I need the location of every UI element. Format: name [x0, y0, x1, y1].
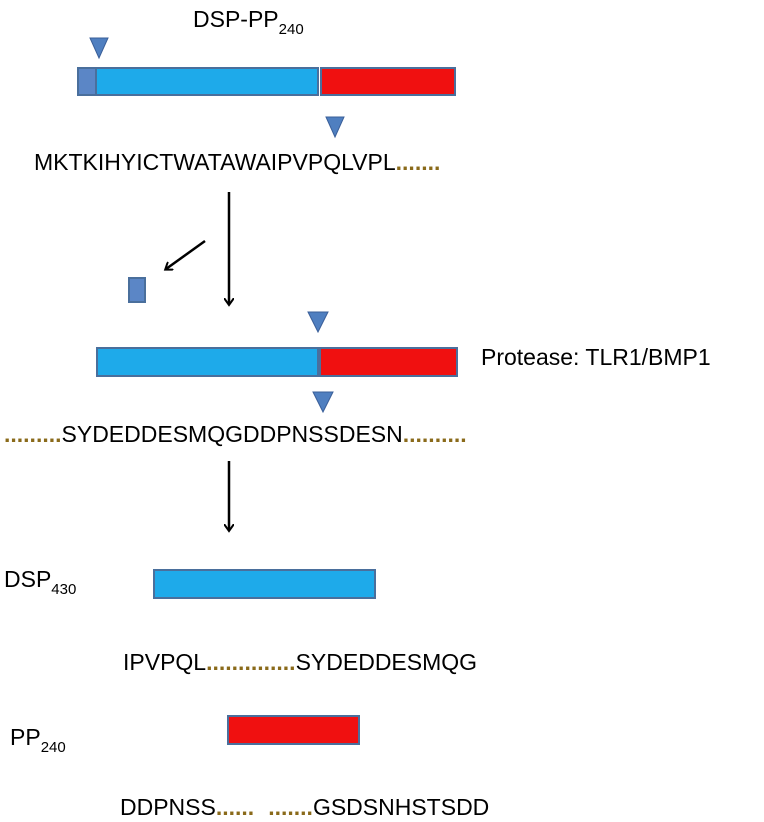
- precursor-dsp-segment: [95, 67, 319, 96]
- pp-termini-sequence: DDPNSS.............GSDSNHSTSDD: [120, 794, 490, 820]
- precursor-pp-segment: [320, 67, 456, 96]
- sequence-cleavage-marker-icon: [312, 391, 334, 414]
- precursor-cleavage-marker-icon: [325, 116, 345, 139]
- released-signal-peptide: [128, 277, 146, 303]
- pp-product-bar: [227, 715, 360, 745]
- sequence-lead-dots: .........: [4, 421, 62, 447]
- cleavage-site-sequence: .........SYDEDDESMQGDDPNSSDESN..........: [4, 421, 467, 447]
- precursor-sequence: MKTKIHYICTWATAWAIPVPQLVPL.......: [34, 149, 441, 175]
- sequence-continuation: .......: [395, 149, 441, 175]
- dsp-product-bar: [153, 569, 376, 599]
- sequence-gap-dots: ..............: [206, 649, 296, 675]
- dsp-termini-sequence: IPVPQL..............SYDEDDESMQG: [123, 649, 478, 675]
- sequence-gap-dots-1: ......: [215, 794, 255, 820]
- pp-label: PP240: [10, 724, 66, 756]
- release-arrow-icon: [166, 239, 206, 269]
- precursor-label: DSP-PP240: [193, 6, 304, 38]
- protease-label: Protease: TLR1/BMP1: [481, 344, 711, 370]
- sequence-gap-dots-2: .......: [268, 794, 313, 820]
- intermediate-pp-segment: [319, 347, 458, 377]
- dsp-label: DSP430: [4, 566, 77, 598]
- sequence-trail-dots: ..........: [402, 421, 467, 447]
- signal-cleavage-marker-icon: [89, 37, 109, 60]
- intermediate-dsp-segment: [96, 347, 319, 377]
- intermediate-cleavage-marker-icon: [307, 311, 329, 334]
